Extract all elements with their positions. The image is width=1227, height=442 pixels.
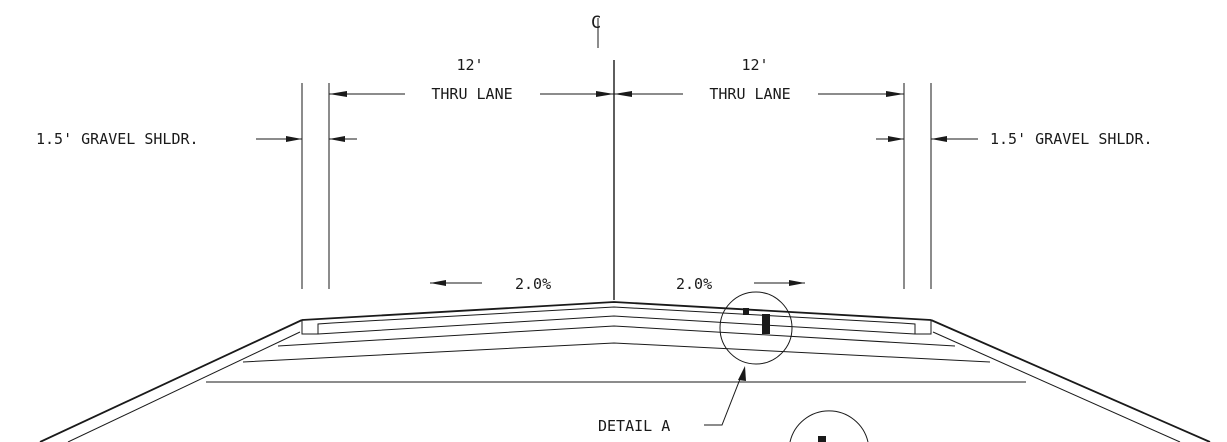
leader-line	[704, 373, 743, 426]
right-shoulder-edge	[900, 320, 932, 335]
subbase-line-2	[242, 342, 991, 363]
left-slope-annotation: 2.0%	[430, 275, 551, 293]
arrowhead	[886, 91, 904, 97]
arrowhead	[329, 136, 345, 142]
extension-lines	[301, 60, 932, 300]
left-side-slope-inner	[67, 331, 301, 442]
left-lane-dimension: 12' THRU LANE	[329, 56, 614, 103]
centerline-label: C	[591, 13, 601, 33]
joint-mark	[818, 436, 826, 442]
subbase-line-1	[277, 325, 956, 347]
joint-mark	[762, 314, 770, 334]
right-shoulder-label: 1.5' GRAVEL SHLDR.	[990, 130, 1153, 148]
right-side-slope-inner	[932, 331, 1181, 442]
detail-circle-partial	[789, 410, 869, 442]
right-side-slope	[930, 319, 1211, 442]
base-course-line	[317, 315, 916, 335]
arrowhead	[888, 136, 904, 142]
right-slope-value: 2.0%	[676, 275, 712, 293]
right-slope-annotation: 2.0%	[676, 275, 805, 293]
left-side-slope	[39, 319, 303, 442]
pavement-section	[39, 301, 1211, 442]
arrowhead	[738, 366, 746, 381]
surface-course-bottom	[331, 306, 902, 324]
detail-a-label: DETAIL A	[598, 417, 670, 435]
arrowhead	[430, 280, 446, 286]
left-shoulder-label: 1.5' GRAVEL SHLDR.	[36, 130, 199, 148]
arrowhead	[614, 91, 632, 97]
arrowhead	[931, 136, 947, 142]
right-lane-dimension: 12' THRU LANE	[614, 56, 904, 103]
right-shoulder-dimension: 1.5' GRAVEL SHLDR.	[876, 130, 1153, 148]
left-shoulder-dimension: 1.5' GRAVEL SHLDR.	[36, 130, 357, 148]
left-slope-value: 2.0%	[515, 275, 551, 293]
arrowhead	[789, 280, 805, 286]
centerline-symbol: C	[591, 13, 601, 48]
left-shoulder-edge	[301, 320, 333, 335]
arrowhead	[596, 91, 614, 97]
arrowhead	[329, 91, 347, 97]
right-lane-label: THRU LANE	[709, 85, 790, 103]
detail-a-callout: DETAIL A	[598, 291, 869, 442]
arrowhead	[286, 136, 302, 142]
detail-circle	[719, 291, 793, 365]
pavement-surface	[301, 301, 932, 321]
left-lane-label: THRU LANE	[431, 85, 512, 103]
left-lane-width: 12'	[456, 56, 483, 74]
joint-mark	[743, 308, 749, 315]
right-lane-width: 12'	[741, 56, 768, 74]
